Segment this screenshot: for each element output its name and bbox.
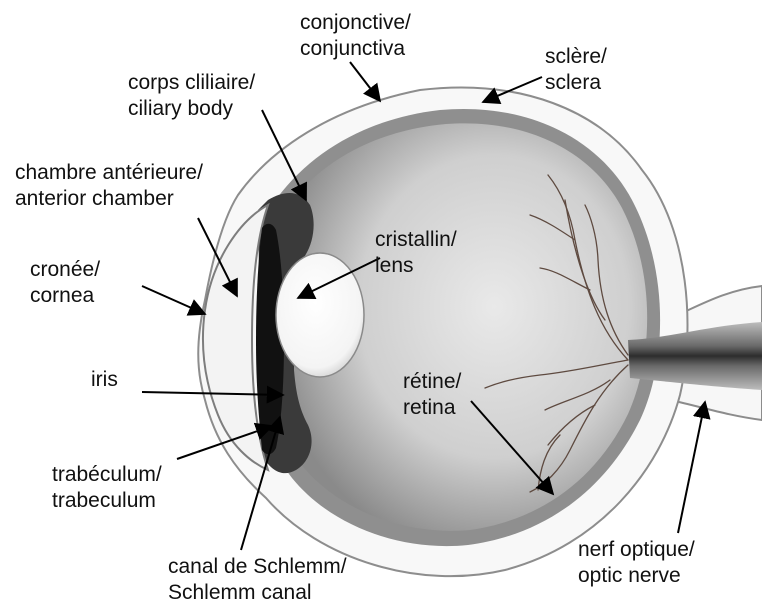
label-optic-nerve: nerf optique/ optic nerve [578,537,695,589]
label-ciliary-body: corps cliliaire/ ciliary body [128,70,255,122]
label-anterior-chamber: chambre antérieure/ anterior chamber [15,160,203,212]
label-lens: cristallin/ lens [375,227,457,279]
label-trabeculum: trabéculum/ trabeculum [52,462,162,514]
label-schlemm-canal: canal de Schlemm/ Schlemm canal [168,554,347,606]
arrow-conjunctiva [350,62,380,101]
label-conjunctiva: conjonctive/ conjunctiva [300,10,411,62]
label-retina: rétine/ retina [403,369,461,421]
label-iris: iris [91,367,118,393]
arrow-optic-nerve [678,402,705,533]
arrow-cornea [142,286,205,314]
label-sclera: sclère/ sclera [545,44,607,96]
label-cornea: cronée/ cornea [30,257,100,309]
